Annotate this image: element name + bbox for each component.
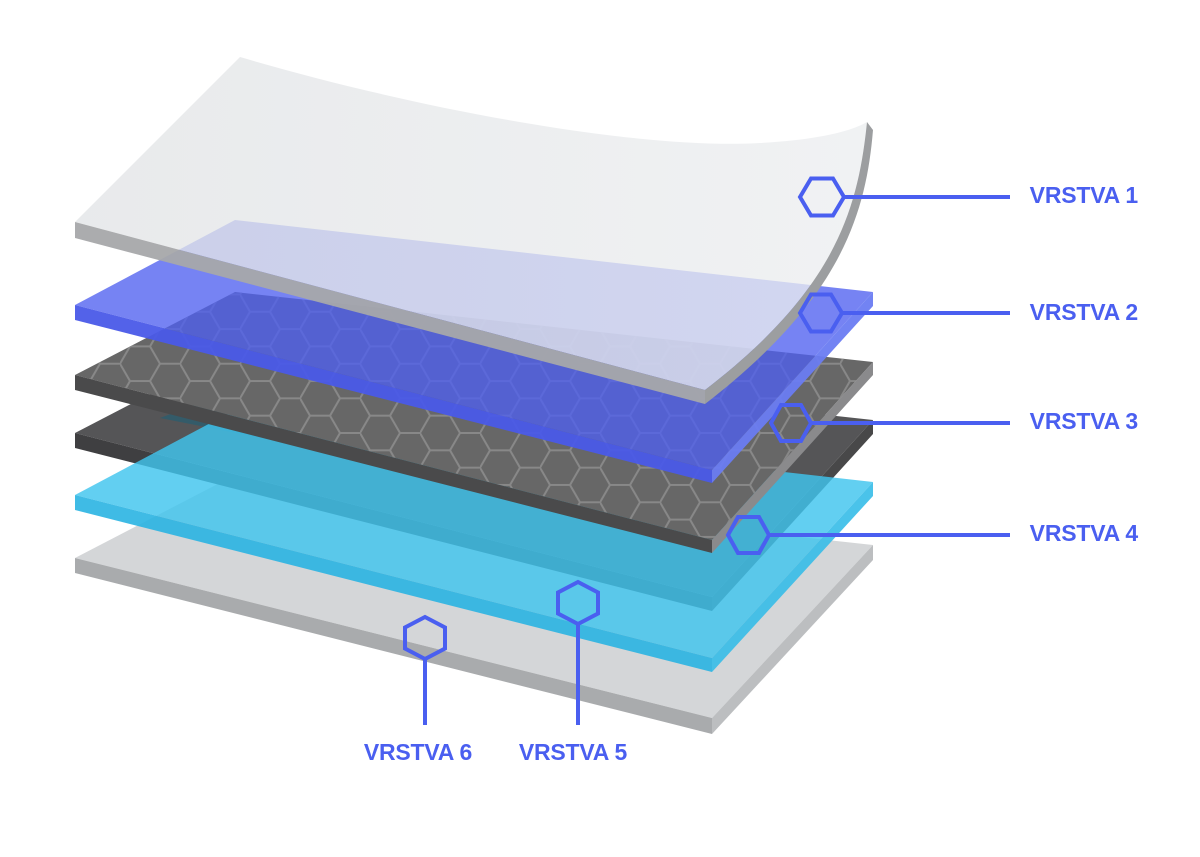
layer-5-label: VRSTVA 5 <box>518 739 628 765</box>
layer-1-label: VRSTVA 1 <box>1029 182 1139 208</box>
layer-4-label: VRSTVA 4 <box>1029 520 1139 546</box>
layer-2-label: VRSTVA 2 <box>1029 299 1139 325</box>
marker-layer-5 <box>556 579 600 725</box>
hexagon-icon <box>797 292 845 334</box>
marker-layer-1 <box>797 176 1010 218</box>
marker-layer-3 <box>768 403 1010 443</box>
hexagon-icon <box>403 614 447 662</box>
marker-layer-4 <box>725 515 1010 555</box>
sheet-layer-1 <box>75 57 873 404</box>
layer-6-label: VRSTVA 6 <box>363 739 473 765</box>
hexagon-icon <box>768 403 814 443</box>
hexagon-icon <box>797 176 847 218</box>
layer-3-label: VRSTVA 3 <box>1029 408 1139 434</box>
hexagon-icon <box>556 579 600 627</box>
marker-layer-6 <box>403 614 447 725</box>
marker-layer-2 <box>797 292 1010 334</box>
hexagon-icon <box>725 515 772 555</box>
